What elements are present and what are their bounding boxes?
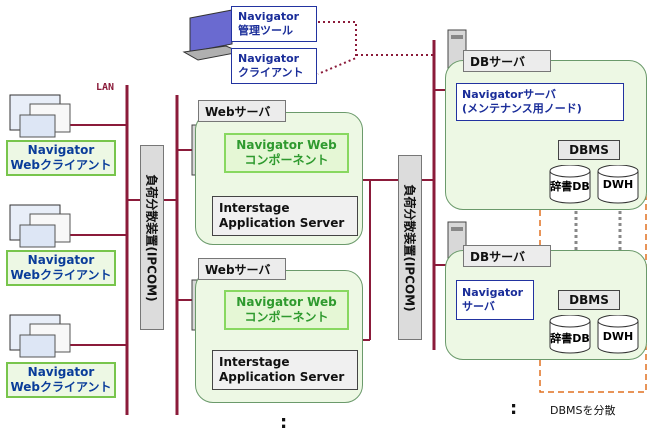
web-server-ellipsis: : [280, 412, 288, 433]
component-line2: コンポーネント [244, 310, 329, 324]
nav-server-line1: Navigator [462, 286, 524, 300]
load-balancer-right-label: 負荷分散装置(IPCOM) [402, 183, 417, 312]
db-server-title-1: DBサーバ [463, 50, 551, 72]
dict-db-cylinder-icon [549, 165, 591, 204]
nav-server-line1: Navigatorサーバ [462, 88, 556, 102]
dbms-box-1: DBMS [558, 140, 620, 160]
dwh-cylinder-icon [597, 165, 639, 204]
dwh-label-1: DWH [602, 178, 634, 191]
web-client-line1: Navigator [27, 253, 95, 267]
dwh-cylinder-icon [597, 315, 639, 354]
laptop-icon-client-3 [9, 314, 71, 358]
web-server-title-2: Webサーバ [198, 258, 286, 280]
app-line2: Application Server [219, 370, 345, 384]
lan-label: LAN [96, 82, 115, 93]
nav-tool-dotted-link [317, 21, 357, 75]
nav-server-line2: (メンテナンス用ノード) [462, 102, 582, 115]
db-server-title-2: DBサーバ [463, 245, 551, 267]
laptop-icon-client-2 [9, 204, 71, 248]
dict-db-label-1: 辞書DB [550, 180, 590, 193]
app-line2: Application Server [219, 216, 345, 230]
navigator-server-maintenance-box: Navigatorサーバ(メンテナンス用ノード) [456, 83, 624, 121]
web-client-line2: Webクライアント [10, 158, 112, 172]
component-line2: コンポーネント [244, 153, 329, 167]
dbms-distribution-caption: DBMSを分散 [550, 404, 616, 417]
db-server-ellipsis: : [510, 398, 518, 419]
web-client-line2: Webクライアント [10, 380, 112, 394]
dwh-label-2: DWH [602, 330, 634, 343]
navigator-admin-line2: 管理ツール [238, 24, 293, 37]
component-line1: Navigator Web [236, 138, 337, 152]
app-line1: Interstage [219, 355, 290, 369]
web-client-line2: Webクライアント [10, 268, 112, 282]
navigator-admin-line1: Navigator [238, 10, 300, 24]
load-balancer-left-label: 負荷分散装置(IPCOM) [144, 173, 159, 302]
component-line1: Navigator Web [236, 295, 337, 309]
dict-db-label-2: 辞書DB [550, 332, 590, 345]
db-cylinders-1 [549, 165, 639, 204]
dict-db-cylinder-icon [549, 315, 591, 354]
navigator-client-line2: クライアント [238, 66, 304, 79]
navigator-client-line1: Navigator [238, 52, 300, 66]
web-client-line1: Navigator [27, 365, 95, 379]
laptop-icon-client-1 [9, 94, 71, 138]
db-cylinders-2 [549, 315, 639, 354]
web-server-title-1: Webサーバ [198, 100, 286, 122]
app-line1: Interstage [219, 201, 290, 215]
load-balancer-left: 負荷分散装置(IPCOM) [140, 145, 164, 330]
dbms-box-2: DBMS [558, 290, 620, 310]
web-client-line1: Navigator [27, 143, 95, 157]
nav-server-line2: サーバ [462, 300, 495, 313]
load-balancer-right: 負荷分散装置(IPCOM) [398, 155, 422, 340]
